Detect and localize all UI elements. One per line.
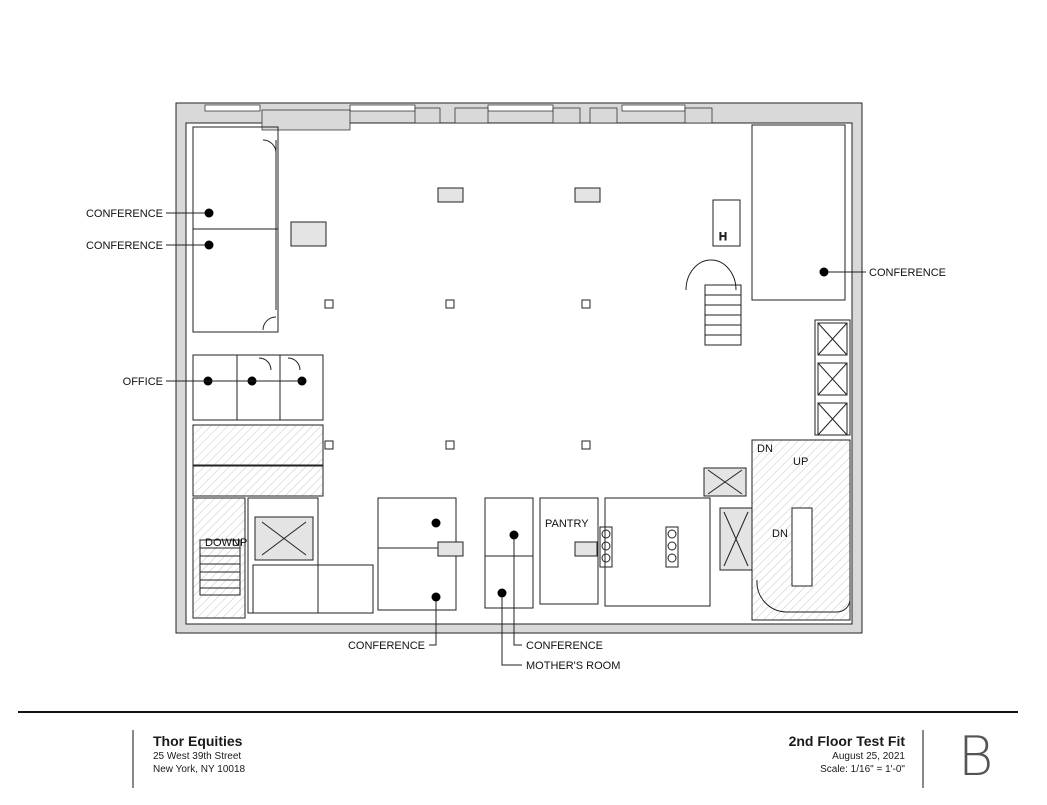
east-core: H bbox=[685, 124, 851, 621]
stair-up-east-label: UP bbox=[793, 456, 808, 468]
conference-label-2: CONFERENCE bbox=[86, 240, 163, 252]
leader-lines bbox=[166, 212, 866, 666]
conference-label-south-right: CONFERENCE bbox=[526, 640, 603, 652]
svg-text:H: H bbox=[719, 231, 727, 243]
columns bbox=[290, 187, 601, 450]
west-rooms bbox=[192, 126, 324, 619]
conference-label-1: CONFERENCE bbox=[86, 208, 163, 220]
stair-dn-east-label: DN bbox=[772, 528, 788, 540]
mothers-room-label: MOTHER'S ROOM bbox=[526, 660, 620, 672]
pantry-label: PANTRY bbox=[545, 518, 589, 530]
south-core bbox=[247, 497, 753, 614]
stair-up-label: UP bbox=[232, 537, 247, 549]
conference-label-east: CONFERENCE bbox=[869, 267, 946, 279]
conference-label-south-left: CONFERENCE bbox=[348, 640, 425, 652]
office-label: OFFICE bbox=[123, 376, 163, 388]
stair-down-label: DOWN bbox=[205, 537, 240, 549]
stair-dn-east2-label: DN bbox=[757, 443, 773, 455]
exterior-wall bbox=[175, 102, 863, 634]
